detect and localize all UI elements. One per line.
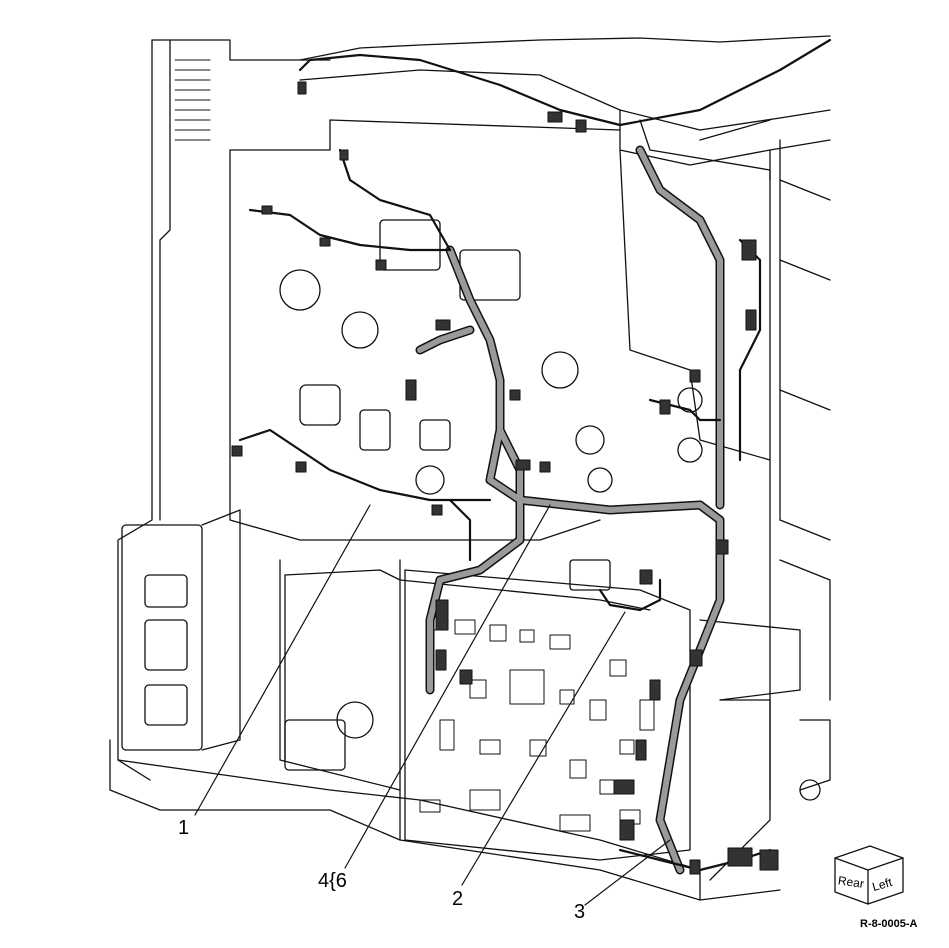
leader-line-2 <box>461 611 626 886</box>
leader-lines <box>194 504 671 906</box>
machine-frame <box>109 35 831 901</box>
callout-2: 2 <box>452 888 464 910</box>
callout-3: 3 <box>574 901 586 923</box>
cube-face-left: Left <box>871 875 895 894</box>
leader-line-1 <box>194 504 371 816</box>
leader-line-3 <box>584 839 671 906</box>
leader-line-4-6 <box>344 504 551 869</box>
callout-1: 1 <box>178 817 190 839</box>
figure-code: R-8-0005-A <box>860 918 918 930</box>
cube-face-rear: Rear <box>837 873 865 890</box>
controller-board-components <box>419 609 655 832</box>
orientation-cube <box>834 845 904 905</box>
callout-4-6: 4{6 <box>318 870 347 892</box>
wiring-harness <box>231 38 832 875</box>
